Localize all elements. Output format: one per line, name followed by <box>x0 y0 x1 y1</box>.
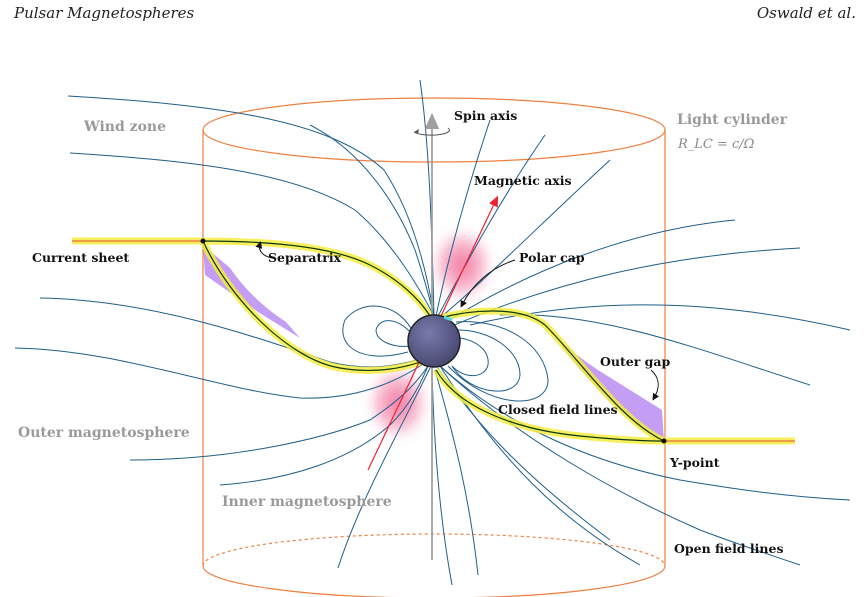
field-line <box>439 365 851 501</box>
header-left-title: Pulsar Magnetospheres <box>14 4 195 22</box>
header-right-authors: Oswald et al. <box>756 4 856 22</box>
closed-field-lines <box>342 305 549 402</box>
label-y-point: Y-point <box>669 455 720 470</box>
spin-rotation-icon <box>413 127 450 136</box>
label-closed-field-lines: Closed field lines <box>498 402 618 417</box>
field-line <box>14 347 427 399</box>
field-line <box>439 159 611 319</box>
field-line <box>129 365 429 461</box>
field-line <box>445 219 736 323</box>
field-line <box>219 365 429 486</box>
field-lines <box>14 79 851 586</box>
field-line <box>499 314 811 386</box>
label-spin-axis: Spin axis <box>454 108 517 123</box>
field-line <box>309 124 435 317</box>
label-wind-zone: Wind zone <box>83 119 166 135</box>
label-current-sheet: Current sheet <box>32 250 129 265</box>
label-inner-magnetosphere: Inner magnetosphere <box>222 494 392 510</box>
label-magnetic-axis: Magnetic axis <box>474 173 572 188</box>
label-light-cylinder: Light cylinder <box>677 112 788 128</box>
polar-cap-pointer <box>460 259 516 308</box>
current-sheet-right <box>433 307 795 445</box>
field-line <box>435 119 491 317</box>
field-line <box>437 134 546 317</box>
y-point-left <box>200 238 206 244</box>
outer-gap-region-right <box>558 338 664 441</box>
label-open-field-lines: Open field lines <box>674 541 783 556</box>
label-polar-cap: Polar cap <box>519 250 585 265</box>
y-point-right <box>661 438 667 444</box>
field-line <box>337 367 431 569</box>
field-line <box>431 369 453 586</box>
current-sheet-left <box>72 237 433 374</box>
outer-gap-region-left <box>203 245 300 338</box>
neutron-star <box>407 314 461 368</box>
polar-cap-glow-upper <box>432 229 492 301</box>
label-separatrix: Separatrix <box>268 250 342 265</box>
light-cylinder <box>202 97 666 597</box>
label-outer-gap: Outer gap <box>600 354 670 369</box>
field-line <box>437 367 611 541</box>
label-light-cylinder-formula: R_LC = c/Ω <box>677 137 755 152</box>
field-line <box>434 369 479 576</box>
spin-rotation-arrowhead-icon <box>414 129 419 134</box>
outer-gap-pointer <box>650 369 660 401</box>
label-outer-magnetosphere: Outer magnetosphere <box>18 425 190 441</box>
field-line <box>419 79 435 317</box>
polar-cap-patch <box>443 315 453 322</box>
field-line <box>69 152 435 317</box>
separatrix-pointer <box>255 241 273 259</box>
field-line <box>67 95 435 317</box>
